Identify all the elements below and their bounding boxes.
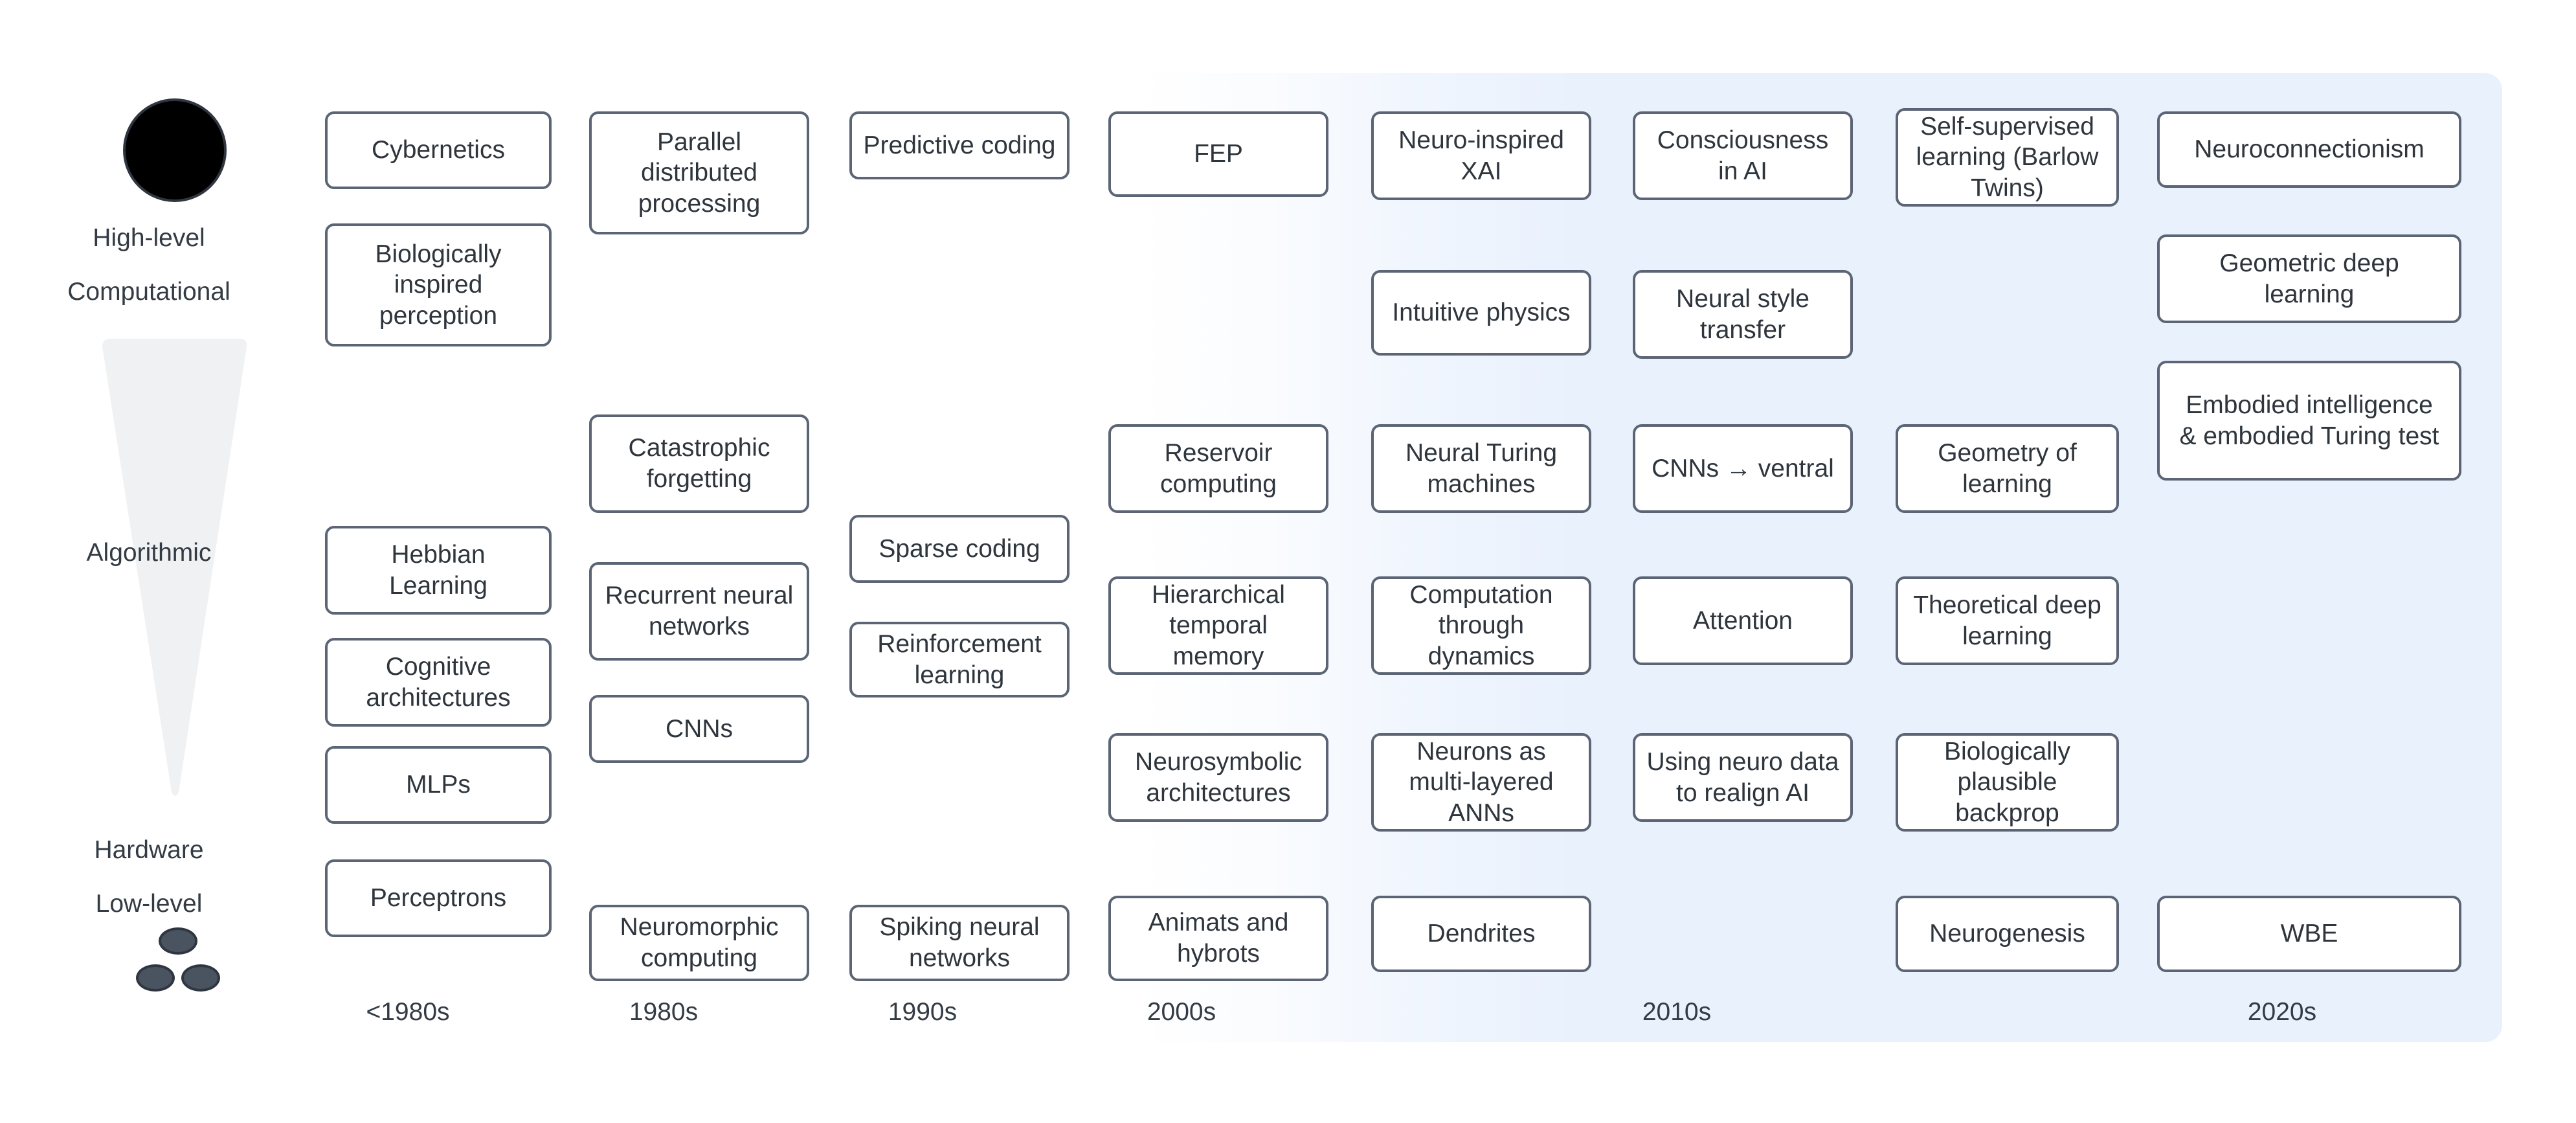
era-label: 1990s bbox=[888, 998, 958, 1026]
concept-node[interactable]: Geometric deep learning bbox=[2157, 234, 2461, 323]
concept-node[interactable]: Neurosymbolic architectures bbox=[1108, 733, 1328, 822]
concept-node[interactable]: Attention bbox=[1633, 576, 1853, 665]
axis-label-algorithmic: Algorithmic bbox=[86, 539, 212, 567]
concept-node[interactable]: Sparse coding bbox=[849, 515, 1070, 583]
concept-node[interactable]: Neurons as multi-layered ANNs bbox=[1371, 733, 1591, 832]
concept-node[interactable]: Computation through dynamics bbox=[1371, 576, 1591, 675]
concept-node[interactable]: Cybernetics bbox=[325, 111, 552, 189]
concept-node[interactable]: Reservoir computing bbox=[1108, 424, 1328, 513]
concept-node[interactable]: Neuroconnectionism bbox=[2157, 111, 2461, 188]
concept-node[interactable]: Intuitive physics bbox=[1371, 270, 1591, 356]
concept-node[interactable]: CNNs bbox=[589, 695, 809, 763]
three-dots-hardware-icon bbox=[136, 927, 220, 1005]
inverted-triangle-gradient-icon bbox=[96, 339, 254, 799]
concept-node[interactable]: Geometry of learning bbox=[1896, 424, 2119, 513]
axis-label-computational: Computational bbox=[67, 278, 230, 306]
concept-node[interactable]: Biologically inspired perception bbox=[325, 223, 552, 346]
concept-node[interactable]: Spiking neural networks bbox=[849, 905, 1070, 981]
filled-circle-icon bbox=[123, 98, 227, 202]
concept-node[interactable]: Hierarchical temporal memory bbox=[1108, 576, 1328, 675]
concept-node[interactable]: Using neuro data to realign AI bbox=[1633, 733, 1853, 822]
concept-node[interactable]: Neuro-inspired XAI bbox=[1371, 111, 1591, 200]
levels-of-analysis-axis: High-level Computational Algorithmic Har… bbox=[0, 0, 298, 1123]
concept-node[interactable]: Embodied intelligence & embodied Turing … bbox=[2157, 361, 2461, 481]
concept-node[interactable]: Parallel distributed processing bbox=[589, 111, 809, 234]
concept-node[interactable]: Neural style transfer bbox=[1633, 270, 1853, 359]
concept-node[interactable]: Hebbian Learning bbox=[325, 526, 552, 615]
concept-node[interactable]: Recurrent neural networks bbox=[589, 562, 809, 661]
concept-node[interactable]: Self-supervised learning (Barlow Twins) bbox=[1896, 108, 2119, 207]
era-label: 2000s bbox=[1147, 998, 1216, 1026]
concept-node[interactable]: Consciousness in AI bbox=[1633, 111, 1853, 200]
era-label: 2020s bbox=[2247, 998, 2317, 1026]
hardware-dot bbox=[159, 927, 197, 955]
axis-label-low-level: Low-level bbox=[95, 890, 203, 918]
concept-node[interactable]: Dendrites bbox=[1371, 896, 1591, 972]
concept-node[interactable]: Biologically plausible backprop bbox=[1896, 733, 2119, 832]
concept-node[interactable]: Neurogenesis bbox=[1896, 896, 2119, 972]
concept-node[interactable]: FEP bbox=[1108, 111, 1328, 197]
axis-label-hardware: Hardware bbox=[94, 836, 204, 864]
concept-node[interactable]: CNNs → ventral bbox=[1633, 424, 1853, 513]
concept-node[interactable]: Perceptrons bbox=[325, 859, 552, 937]
concept-node[interactable]: Predictive coding bbox=[849, 111, 1070, 179]
hardware-dot bbox=[181, 964, 220, 992]
concept-node[interactable]: Cognitive architectures bbox=[325, 638, 552, 727]
hardware-dot bbox=[136, 964, 175, 992]
concept-node[interactable]: Neural Turing machines bbox=[1371, 424, 1591, 513]
concept-node[interactable]: MLPs bbox=[325, 746, 552, 824]
concept-node[interactable]: Animats and hybrots bbox=[1108, 896, 1328, 981]
concept-node[interactable]: Catastrophic forgetting bbox=[589, 414, 809, 513]
concept-node[interactable]: Neuromorphic computing bbox=[589, 905, 809, 981]
era-label: 2010s bbox=[1642, 998, 1712, 1026]
concept-node[interactable]: Reinforcement learning bbox=[849, 622, 1070, 698]
axis-label-high-level: High-level bbox=[93, 224, 205, 252]
concept-node[interactable]: Theoretical deep learning bbox=[1896, 576, 2119, 665]
era-label: <1980s bbox=[366, 998, 450, 1026]
concept-node[interactable]: WBE bbox=[2157, 896, 2461, 972]
era-label: 1980s bbox=[629, 998, 699, 1026]
